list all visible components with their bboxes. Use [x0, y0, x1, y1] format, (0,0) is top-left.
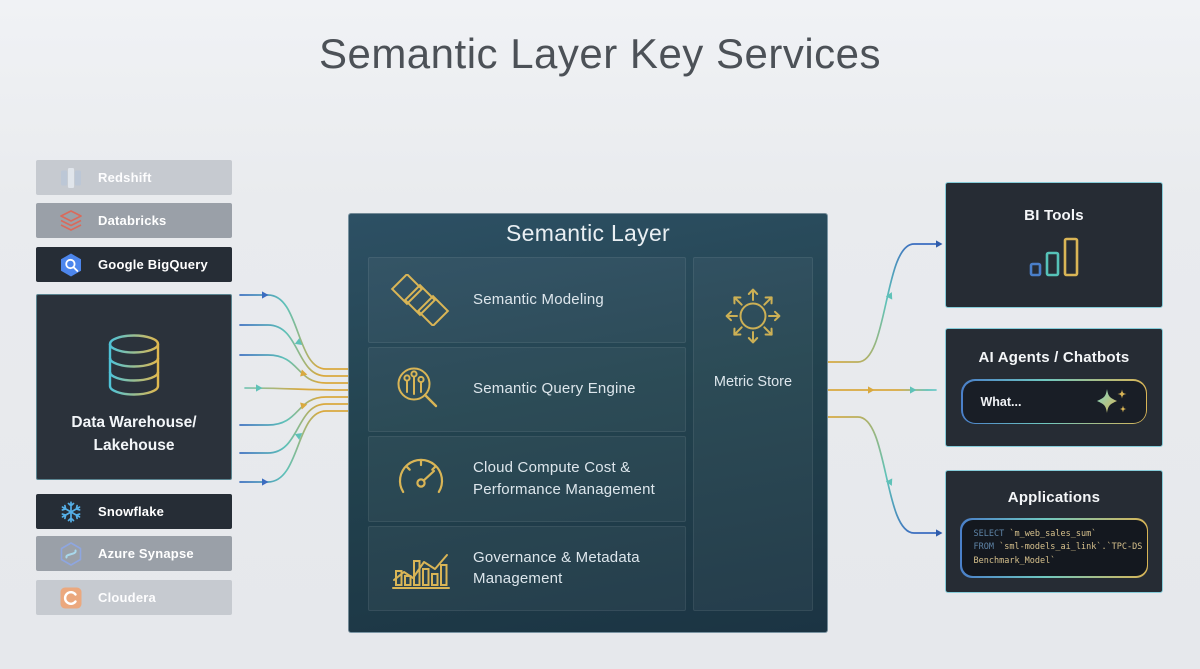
service-label: Semantic Query Engine [473, 380, 636, 398]
code-snippet-border: SELECT `m_web_sales_sum` FROM `sml-model… [960, 518, 1148, 578]
metric-store-panel: Metric Store [693, 257, 813, 611]
semantic-layer-title: Semantic Layer [506, 220, 670, 246]
service-governance: Governance & Metadata Management [368, 525, 686, 611]
chat-input[interactable]: What... [962, 380, 1146, 423]
semantic-modeling-icon [369, 273, 473, 326]
bar-chart-icon [946, 236, 1162, 278]
metric-store-label: Metric Store [713, 374, 793, 390]
data-warehouse-label: Data Warehouse/ Lakehouse [71, 414, 197, 455]
service-label: Governance & Metadata Management [473, 548, 640, 588]
ai-agents-box: AI Agents / Chatbots What... [945, 328, 1163, 447]
bi-tools-box: BI Tools [945, 182, 1163, 308]
azure-synapse-icon [58, 541, 84, 567]
source-bigquery: Google BigQuery [36, 247, 232, 282]
code-line: SELECT `m_web_sales_sum` [973, 528, 1097, 539]
semantic-layer-box: Semantic Layer Semantic Modeling [348, 213, 828, 633]
sql-code-snippet: SELECT `m_web_sales_sum` FROM `sml-model… [961, 519, 1147, 577]
source-cloudera: Cloudera [36, 580, 232, 615]
bigquery-icon [58, 252, 84, 278]
source-snowflake: Snowflake [36, 494, 232, 529]
semantic-query-engine-icon [369, 363, 473, 415]
source-label: Redshift [98, 170, 152, 185]
service-semantic-query-engine: Semantic Query Engine [368, 346, 686, 432]
snowflake-icon [58, 499, 84, 525]
source-label: Google BigQuery [98, 257, 208, 272]
metric-store-icon [725, 288, 781, 344]
gauge-icon [369, 454, 473, 504]
chat-input-text: What... [980, 394, 1022, 409]
cloudera-icon [58, 585, 84, 611]
source-label: Cloudera [98, 590, 156, 605]
ai-agents-title: AI Agents / Chatbots [978, 349, 1130, 366]
service-label: Semantic Modeling [473, 290, 604, 308]
service-label: Cloud Compute Cost & Performance Managem… [473, 459, 655, 498]
redshift-icon [58, 165, 84, 191]
applications-box: Applications SELECT `m_web_sales_sum` FR… [945, 470, 1163, 593]
chat-input-border: What... [961, 379, 1147, 424]
service-semantic-modeling: Semantic Modeling [368, 257, 686, 343]
code-line: Benchmark_Model` [973, 555, 1056, 566]
semantic-layer-services: Semantic Modeling Semantic Query Engine [368, 257, 686, 611]
source-azure-synapse: Azure Synapse [36, 536, 232, 571]
database-cylinder-icon [108, 334, 160, 396]
code-line: FROM `sml-models_ai_link`.`TPC-DS [973, 542, 1143, 553]
service-cloud-compute: Cloud Compute Cost & Performance Managem… [368, 436, 686, 522]
source-label: Snowflake [98, 504, 165, 519]
sparkles-icon [1096, 388, 1126, 413]
source-label: Azure Synapse [98, 546, 194, 561]
governance-chart-icon [369, 543, 473, 593]
source-redshift: Redshift [36, 160, 232, 195]
data-warehouse-box: Data Warehouse/ Lakehouse [36, 294, 232, 480]
databricks-icon [58, 208, 84, 234]
source-databricks: Databricks [36, 203, 232, 238]
bi-tools-title: BI Tools [1024, 207, 1084, 224]
source-label: Databricks [98, 213, 167, 228]
applications-title: Applications [1007, 489, 1101, 506]
page-title: Semantic Layer Key Services [318, 30, 882, 77]
